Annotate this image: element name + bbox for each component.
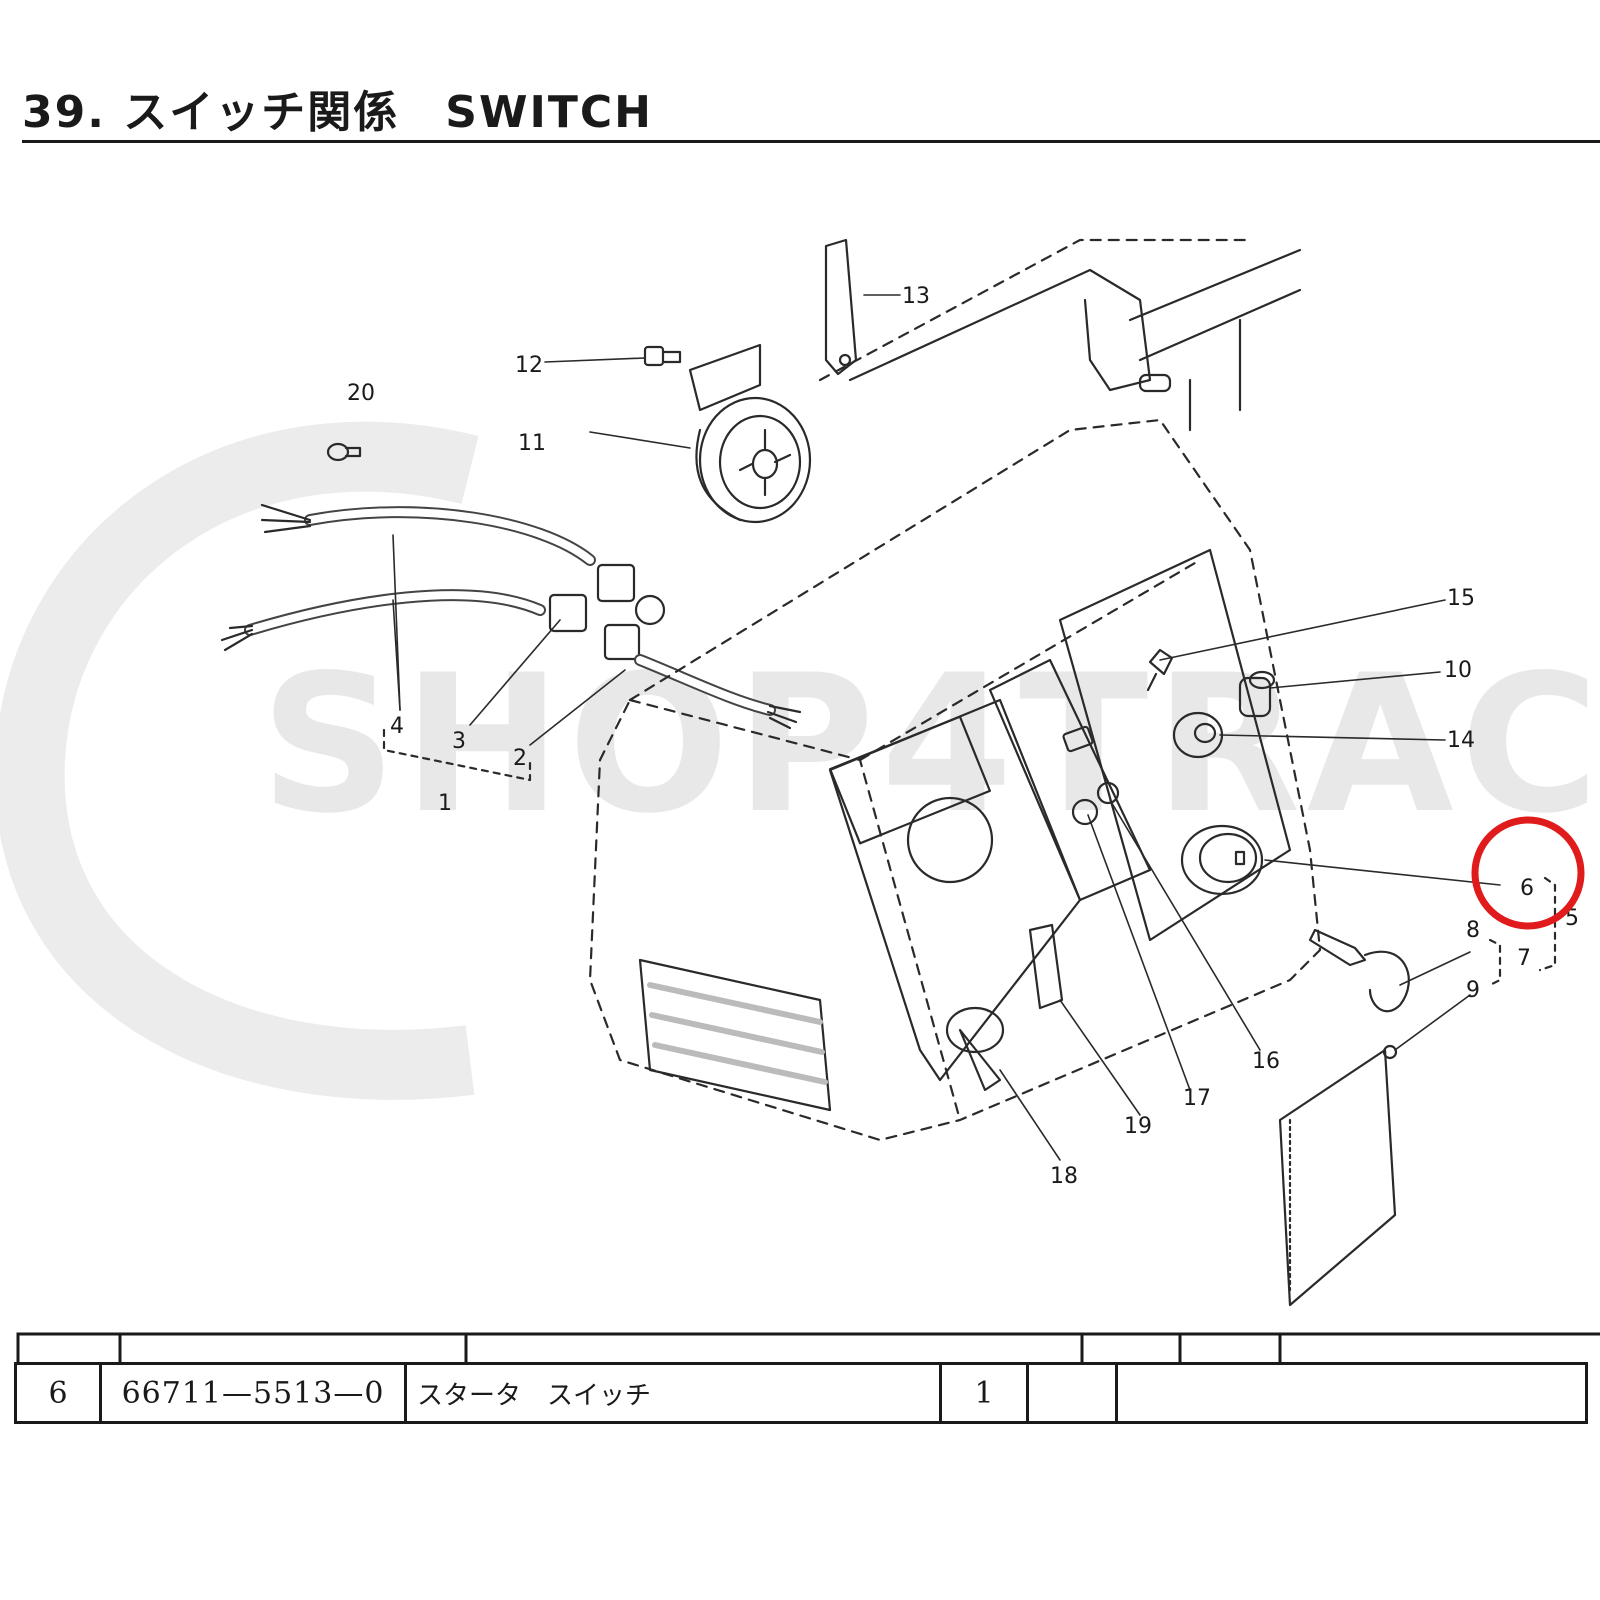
callout-7: 7 [1517,946,1531,971]
callout-11: 11 [518,431,546,456]
cell-part-name: スタータ スイッチ [404,1362,942,1424]
part-1-wiring-harness [220,503,802,730]
group-bracket-5-7 [1488,876,1557,987]
part-13-strap [824,238,858,376]
cell-quantity: 1 [939,1362,1029,1424]
vent-grille [638,958,832,1112]
callout-6: 6 [1520,876,1534,901]
cell-item-no: 6 [14,1362,102,1424]
cell-empty [1026,1362,1118,1424]
part-20-screw [326,442,362,462]
callout-12: 12 [515,353,543,378]
part-9-key-tag [1278,1044,1398,1307]
callout-8: 8 [1466,918,1480,943]
callout-1: 1 [438,791,452,816]
part-8-key [1308,928,1410,1013]
callout-2: 2 [513,746,527,771]
callout-20: 20 [347,381,375,406]
part-19-lever [1028,923,1064,1010]
leader-lines [392,294,1501,1161]
part-6-starter-switch [1180,824,1264,896]
callout-13: 13 [902,284,930,309]
group-bracket-1 [382,728,532,782]
cell-remarks [1115,1362,1588,1424]
table-header-fragment [16,1332,1600,1362]
callout-16: 16 [1252,1049,1280,1074]
callout-14: 14 [1447,728,1475,753]
callout-4: 4 [390,714,404,739]
control-panel [828,548,1292,1082]
part-12-bolt [643,345,682,367]
title-underline [22,140,1600,143]
frame-bracket [818,238,1302,432]
part-10-pilot-lamp [1238,670,1276,718]
callout-labels: 1 2 3 4 5 6 7 8 9 10 11 12 13 14 15 16 1… [347,284,1579,1189]
table-row: 6 66711—5513—0 スタータ スイッチ 1 [14,1362,1588,1424]
callout-18: 18 [1050,1164,1078,1189]
part-18-knob [945,1006,1005,1092]
callout-3: 3 [452,729,466,754]
part-16-17-nuts [1071,781,1120,826]
highlight-circle [1471,816,1585,930]
part-11-horn [688,343,812,524]
watermark-text: SHOP4TRAC [260,634,1600,855]
callout-19: 19 [1124,1114,1152,1139]
callout-10: 10 [1444,658,1472,683]
callout-15: 15 [1447,586,1475,611]
cell-part-number: 66711—5513—0 [99,1362,407,1424]
dashboard-housing [588,418,1322,1142]
page-title: 39. スイッチ関係 SWITCH [22,87,653,138]
callout-17: 17 [1183,1086,1211,1111]
parts-table: 6 66711—5513—0 スタータ スイッチ 1 [14,1362,1588,1424]
callout-9: 9 [1466,978,1480,1003]
watermark: SHOP4TRAC [0,421,1600,1100]
